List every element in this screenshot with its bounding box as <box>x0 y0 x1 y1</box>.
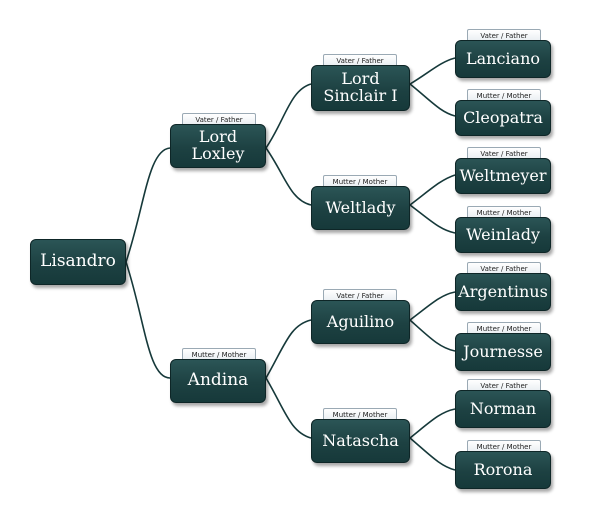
connector-sire-sire-dam <box>265 147 312 206</box>
horse-name: Lisandro <box>40 251 116 272</box>
horse-name: Cleopatra <box>463 107 543 127</box>
horse-box-gen3-7[interactable]: Norman <box>455 390 551 428</box>
horse-name: Argentinus <box>458 281 548 301</box>
connector-sire-sire-sire <box>265 83 312 149</box>
connector-dam-dam-sire <box>265 319 312 379</box>
horse-name: Lanciano <box>465 48 541 68</box>
horse-box-gen3-3[interactable]: Weltmeyer <box>455 158 551 194</box>
horse-box-gen3-5[interactable]: Argentinus <box>455 273 551 311</box>
connector-g2a-1 <box>409 57 456 85</box>
horse-name: Journesse <box>463 341 543 361</box>
horse-box-gen3-1[interactable]: Lanciano <box>455 40 551 78</box>
horse-box-gen3-6[interactable]: Journesse <box>455 333 551 371</box>
connector-g2a-2 <box>409 83 456 117</box>
connector-dam-dam-dam <box>265 377 312 439</box>
horse-name: Norman <box>469 398 537 418</box>
connector-g2d-2 <box>409 437 456 471</box>
horse-name: Aguilino <box>326 311 395 331</box>
horse-box-dam-dam[interactable]: Natascha <box>311 419 410 463</box>
horse-box-gen3-4[interactable]: Weinlady <box>455 217 551 253</box>
horse-name: Weltlady <box>325 197 396 217</box>
connector-subject-sire <box>125 147 171 263</box>
connector-subject-dam <box>125 261 171 379</box>
horse-box-gen3-8[interactable]: Rorona <box>455 451 551 489</box>
connector-g2d-1 <box>409 408 456 439</box>
horse-box-sire-sire[interactable]: Lord Sinclair I <box>311 65 410 111</box>
connector-g2c-1 <box>409 291 456 321</box>
horse-name: Weltmeyer <box>459 165 547 185</box>
horse-name: Lord Sinclair I <box>323 69 398 105</box>
horse-box-gen3-2[interactable]: Cleopatra <box>455 100 551 136</box>
horse-box-sire[interactable]: Lord Loxley <box>170 124 266 168</box>
horse-box-dam[interactable]: Andina <box>170 359 266 403</box>
horse-name: Natascha <box>322 430 399 450</box>
horse-name: Lord Loxley <box>191 127 245 163</box>
horse-box-dam-sire[interactable]: Aguilino <box>311 300 410 344</box>
connector-g2b-1 <box>409 174 456 206</box>
horse-box-subject[interactable]: Lisandro <box>30 239 126 285</box>
horse-box-sire-dam[interactable]: Weltlady <box>311 186 410 230</box>
horse-name: Andina <box>187 370 249 391</box>
connector-g2b-2 <box>409 204 456 234</box>
connector-g2c-2 <box>409 319 456 352</box>
horse-name: Rorona <box>473 459 533 479</box>
horse-name: Weinlady <box>466 224 540 244</box>
